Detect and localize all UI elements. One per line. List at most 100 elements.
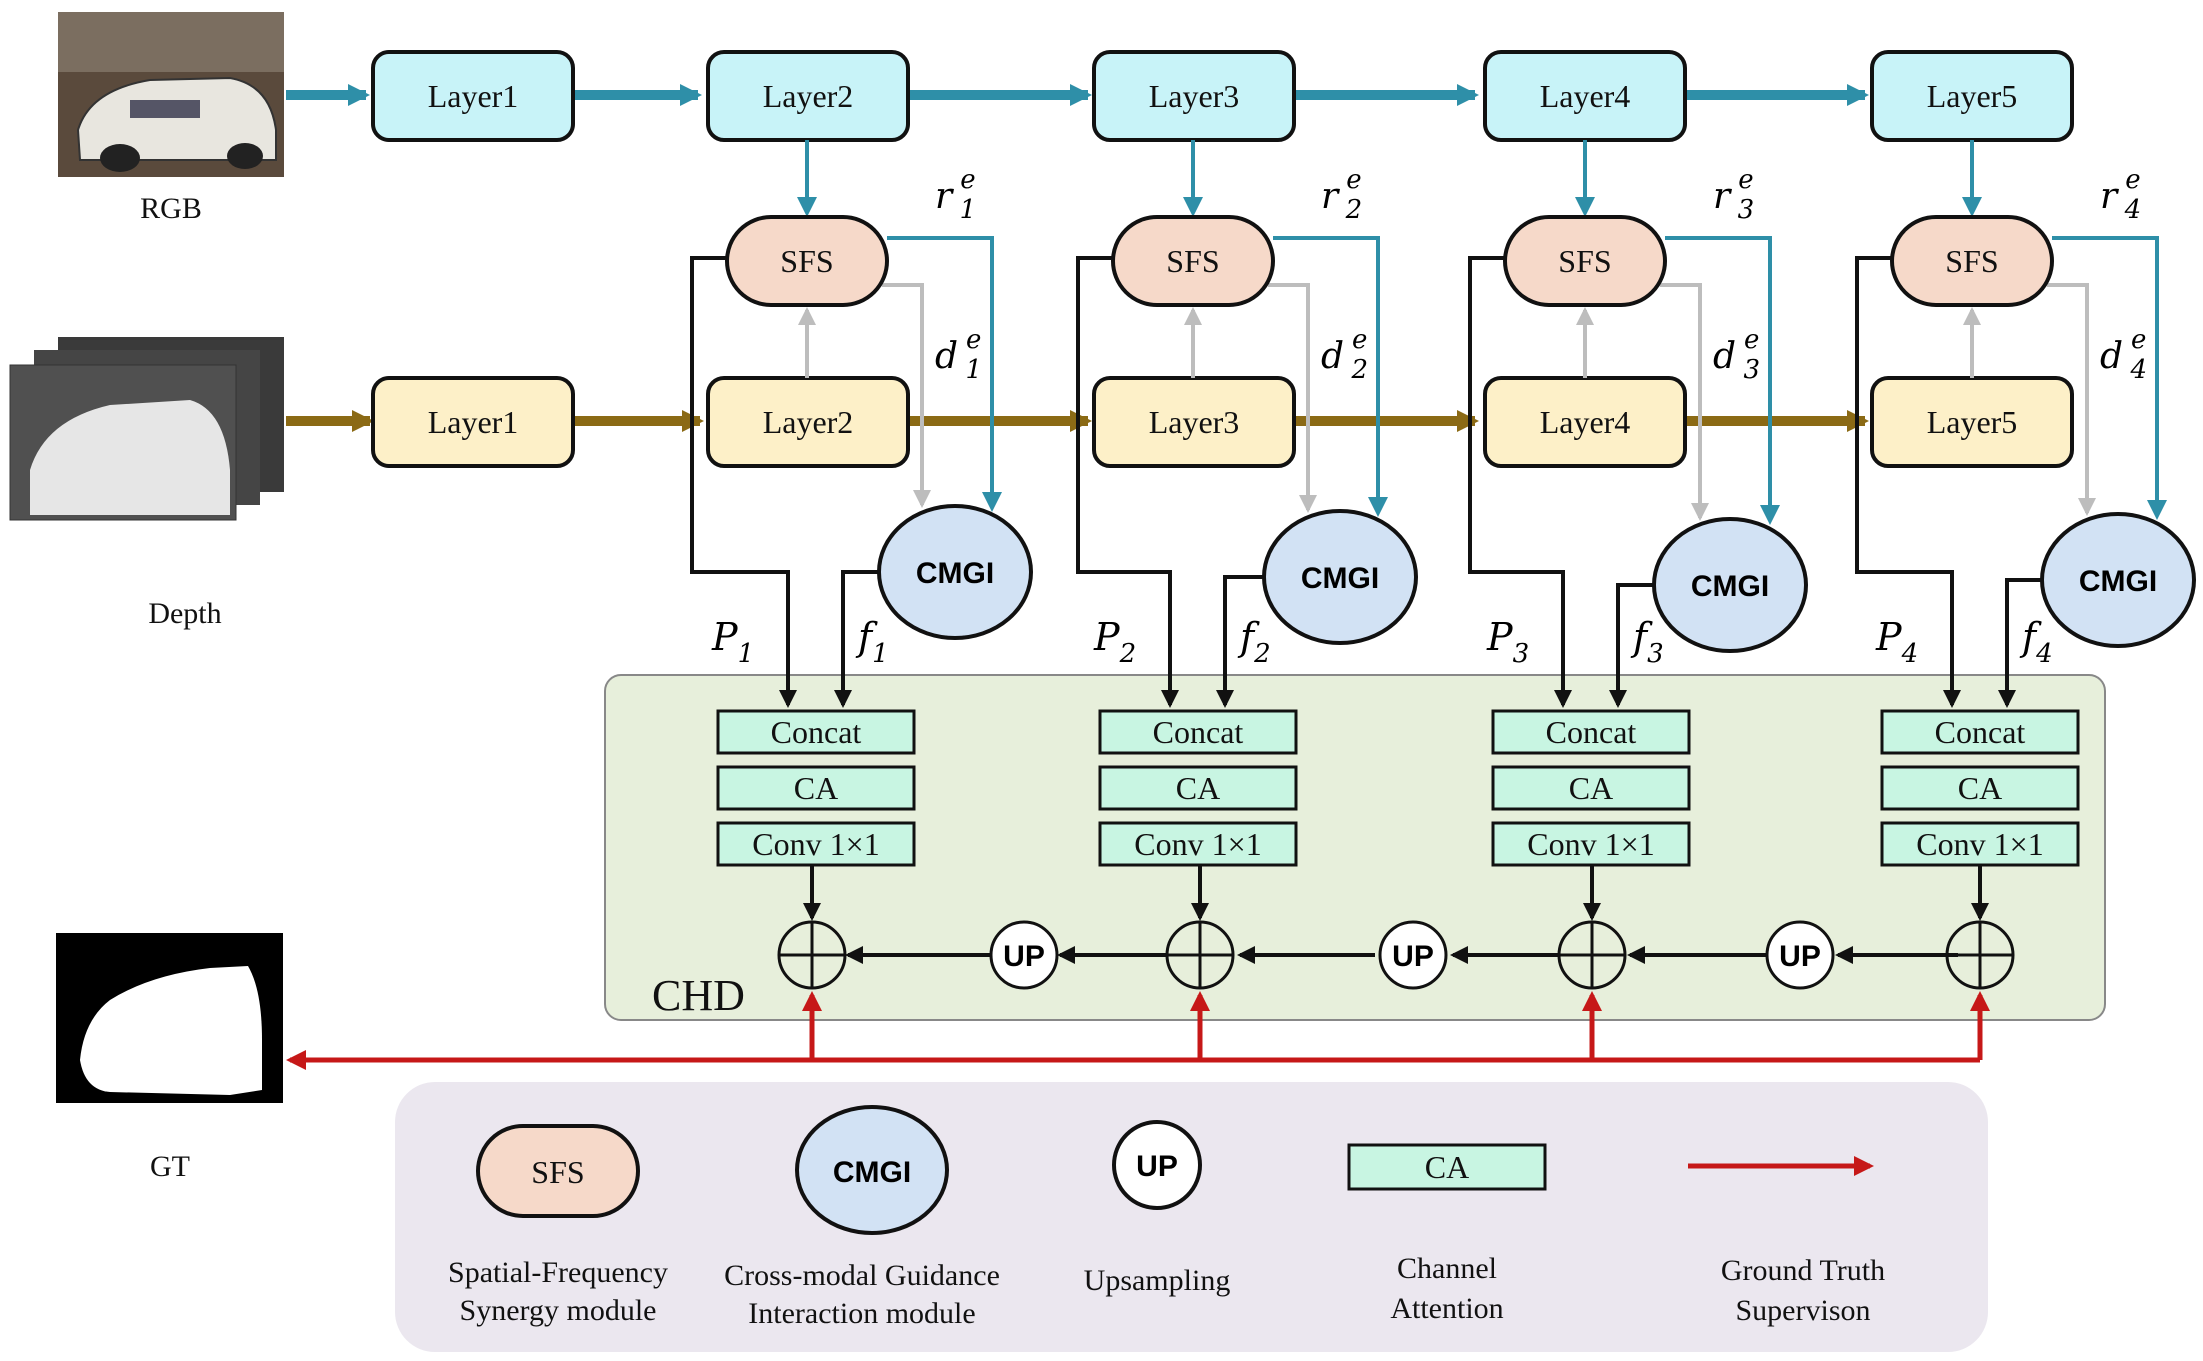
svg-text:CA: CA — [1569, 770, 1613, 806]
rgb-layer-1: Layer1 — [371, 50, 575, 142]
sfs-module-1: SFS — [725, 215, 889, 307]
svg-text:CMGI: CMGI — [833, 1156, 911, 1189]
svg-text:CMGI: CMGI — [1301, 562, 1379, 595]
legend-ca: CA Channel Attention — [1347, 1143, 1547, 1325]
upsample-blocks: UP UP UP — [989, 920, 1835, 990]
svg-text:Channel: Channel — [1397, 1252, 1497, 1285]
svg-text:Layer3: Layer3 — [1149, 78, 1240, 114]
p-feature-path-4 — [1855, 256, 1961, 708]
sum-node-2 — [1165, 920, 1235, 990]
rgb-layer-3: Layer3 — [1092, 50, 1296, 142]
svg-text:Conv 1×1: Conv 1×1 — [1916, 826, 2043, 862]
f-feature-path-1 — [834, 570, 880, 708]
depth-layer-2: Layer2 — [706, 376, 910, 468]
svg-text:CA: CA — [1176, 770, 1220, 806]
svg-text:Layer2: Layer2 — [763, 78, 854, 114]
f-feature-label-3: f3 — [1630, 615, 1664, 669]
p-feature-path-2 — [1076, 256, 1179, 708]
gt-image — [56, 933, 283, 1103]
svg-text:Conv 1×1: Conv 1×1 — [1134, 826, 1261, 862]
cmgi-module-2: CMGI — [1262, 509, 1418, 645]
conv-block-3: Conv 1×1 — [1491, 821, 1691, 867]
concat-block-3: Concat — [1491, 709, 1691, 755]
f-feature-path-2 — [1216, 575, 1265, 708]
d-feature-path-1 — [882, 283, 931, 508]
conv-block-1: Conv 1×1 — [716, 821, 916, 867]
legend-cmgi: CMGI Cross-modal Guidance Interaction mo… — [724, 1105, 1000, 1330]
svg-text:Ground Truth: Ground Truth — [1721, 1254, 1885, 1287]
p-feature-path-1 — [690, 256, 797, 708]
svg-text:UP: UP — [1136, 1150, 1178, 1183]
svg-text:Concat: Concat — [771, 714, 862, 750]
f-feature-path-4 — [1998, 578, 2043, 708]
p-feature-label-1: P1 — [711, 615, 754, 669]
svg-text:Layer1: Layer1 — [428, 404, 519, 440]
svg-text:Concat: Concat — [1935, 714, 2026, 750]
ca-block-2: CA — [1098, 765, 1298, 811]
svg-text:UP: UP — [1779, 940, 1821, 973]
d-feature-path-4 — [2047, 283, 2096, 516]
sfs-module-3: SFS — [1503, 215, 1667, 307]
chd-label: CHD — [652, 971, 745, 1020]
f-feature-label-1: f1 — [855, 615, 889, 669]
upsample-3: UP — [1765, 920, 1835, 990]
sfs-module-2: SFS — [1111, 215, 1275, 307]
f-feature-path-3 — [1609, 583, 1655, 708]
svg-text:CMGI: CMGI — [916, 557, 994, 590]
svg-text:CA: CA — [1425, 1149, 1469, 1185]
rgb-layer-2: Layer2 — [706, 50, 910, 142]
svg-text:Synergy module: Synergy module — [460, 1294, 657, 1327]
depth-layer-4: Layer4 — [1483, 376, 1687, 468]
sum-node-3 — [1557, 920, 1627, 990]
legend-gt: Ground Truth Supervison — [1688, 1156, 1885, 1327]
f-feature-label-4: f4 — [2019, 615, 2053, 669]
ca-block-4: CA — [1880, 765, 2080, 811]
svg-text:SFS: SFS — [531, 1154, 584, 1190]
svg-text:UP: UP — [1392, 940, 1434, 973]
d-feature-path-3 — [1660, 283, 1709, 521]
legend-panel — [395, 1082, 1988, 1352]
p-feature-path-3 — [1468, 256, 1572, 708]
svg-text:Layer1: Layer1 — [428, 78, 519, 114]
depth-label: Depth — [148, 597, 221, 630]
svg-text:Layer3: Layer3 — [1149, 404, 1240, 440]
depth-layer-5: Layer5 — [1870, 376, 2074, 468]
svg-text:SFS: SFS — [1945, 243, 1998, 279]
svg-text:Layer2: Layer2 — [763, 404, 854, 440]
svg-text:SFS: SFS — [1558, 243, 1611, 279]
svg-text:Interaction module: Interaction module — [748, 1297, 975, 1330]
svg-text:Supervison: Supervison — [1736, 1294, 1871, 1327]
concat-block-4: Concat — [1880, 709, 2080, 755]
chd-decoder-panel — [604, 674, 2106, 1021]
rgb-layer-5: Layer5 — [1870, 50, 2074, 142]
r-feature-path-3 — [1665, 236, 1780, 525]
rgb-layer-4: Layer4 — [1483, 50, 1687, 142]
svg-text:CMGI: CMGI — [1691, 570, 1769, 603]
concat-block-1: Concat — [716, 709, 916, 755]
d-feature-path-2 — [1268, 283, 1317, 513]
conv-block-4: Conv 1×1 — [1880, 821, 2080, 867]
r-feature-path-2 — [1273, 236, 1388, 517]
svg-text:Concat: Concat — [1153, 714, 1244, 750]
ca-block-1: CA — [716, 765, 916, 811]
svg-text:Attention: Attention — [1390, 1292, 1503, 1325]
svg-text:UP: UP — [1003, 940, 1045, 973]
f-feature-label-2: f2 — [1237, 615, 1271, 669]
svg-text:CA: CA — [794, 770, 838, 806]
legend-up: UP Upsampling — [1084, 1120, 1230, 1297]
depth-layer-3: Layer3 — [1092, 376, 1296, 468]
upsample-2: UP — [1378, 920, 1448, 990]
ca-block-3: CA — [1491, 765, 1691, 811]
svg-text:Layer5: Layer5 — [1927, 78, 2018, 114]
